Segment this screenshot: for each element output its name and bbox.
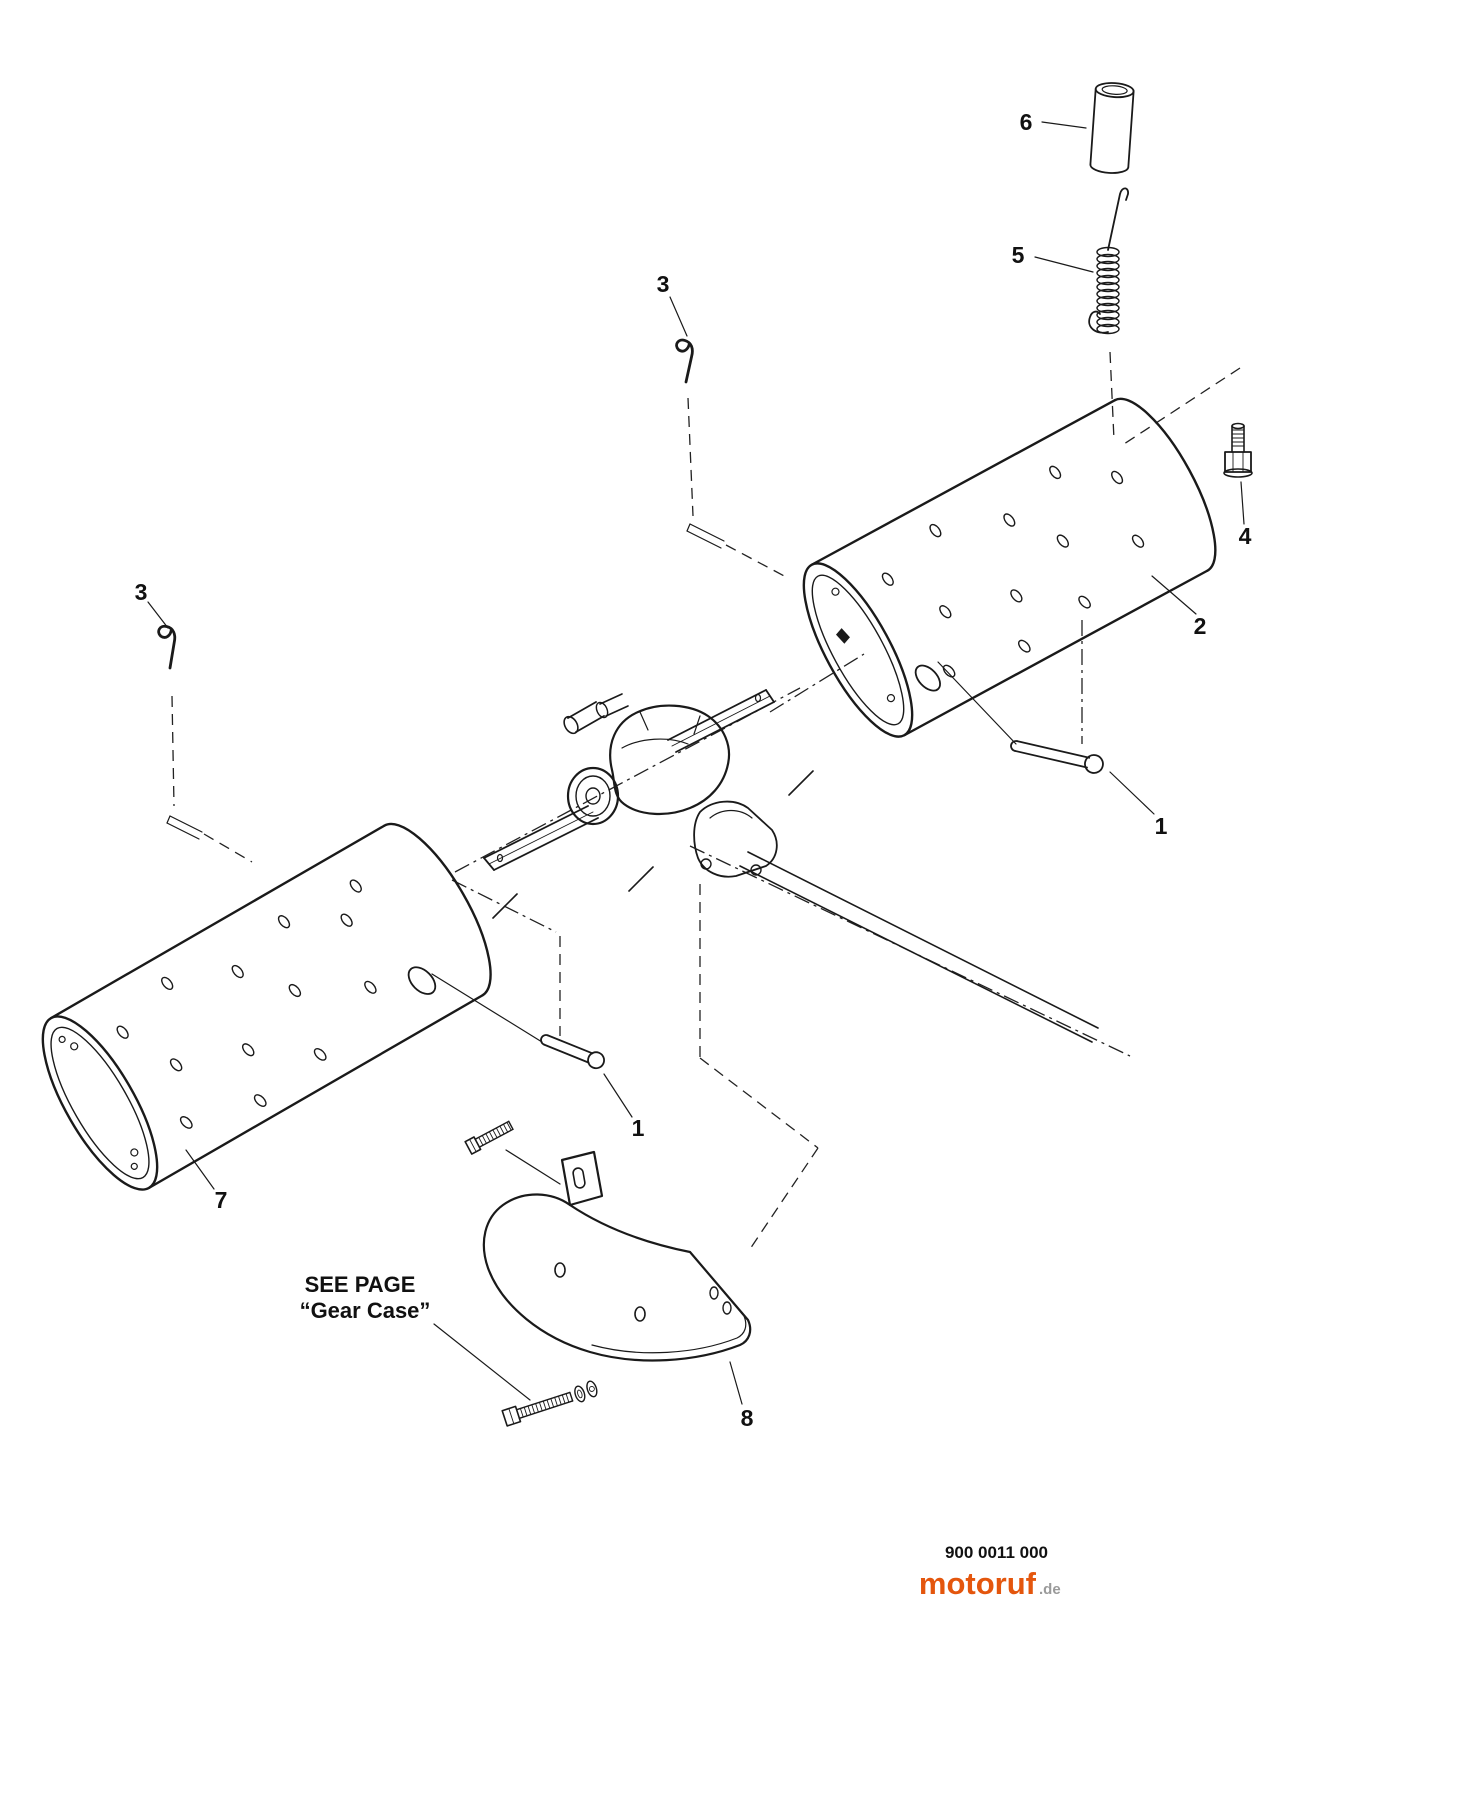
callout-4: 4	[1239, 523, 1252, 549]
gearbox-assembly	[483, 689, 778, 878]
carriage-bolt-washers	[501, 1380, 598, 1427]
hair-pin-top	[675, 338, 694, 384]
leader-lines	[147, 121, 1245, 1405]
callout-1-right: 1	[1155, 813, 1168, 839]
guard-bolt	[464, 1120, 514, 1155]
left-drum	[41, 822, 492, 1191]
left-drum-perforations	[116, 879, 377, 1129]
callout-6: 6	[1020, 109, 1033, 135]
left-drum-pin-hole	[407, 966, 437, 995]
callout-1-left: 1	[632, 1115, 645, 1141]
right-drum-pin-hole	[914, 664, 941, 692]
right-drum-perforations	[881, 465, 1145, 678]
callout-7: 7	[215, 1187, 228, 1213]
document-part-number: 900 0011 000	[945, 1543, 1048, 1562]
callout-3-top: 3	[657, 271, 670, 297]
see-page-note-line2: “Gear Case”	[300, 1298, 431, 1323]
callout-3-left: 3	[135, 579, 148, 605]
see-page-note-line1: SEE PAGE	[305, 1272, 416, 1297]
extension-spring	[1088, 187, 1129, 335]
gear-case-guard	[482, 1150, 752, 1362]
brand-watermark-suffix: .de	[1039, 1581, 1061, 1598]
handle-tube	[739, 851, 1099, 1043]
clevis-pin-right	[1010, 740, 1104, 774]
callout-2: 2	[1194, 613, 1207, 639]
callout-5: 5	[1012, 242, 1025, 268]
flange-bolt	[1223, 422, 1253, 478]
callout-8: 8	[741, 1405, 754, 1431]
spacer-tube	[1089, 82, 1135, 174]
clevis-pin-left	[540, 1034, 605, 1070]
right-drum	[802, 397, 1217, 738]
brand-watermark: motoruf	[919, 1566, 1037, 1601]
hair-pin-left	[157, 624, 177, 670]
